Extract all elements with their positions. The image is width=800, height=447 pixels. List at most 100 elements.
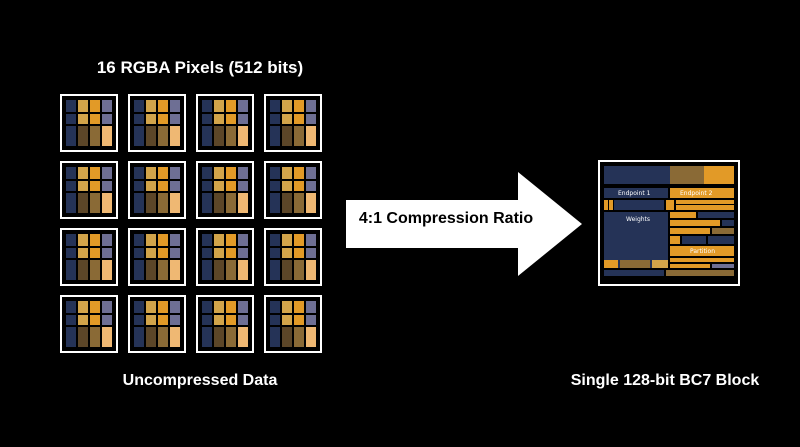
channel-cell	[102, 327, 112, 347]
channel-cell	[282, 301, 292, 313]
channel-cell	[270, 114, 280, 124]
channel-cell	[158, 100, 168, 112]
channel-cell	[238, 327, 248, 347]
channel-cell	[238, 234, 248, 246]
channel-cell	[158, 193, 168, 213]
channel-cell	[306, 181, 316, 191]
rgba-pixel	[128, 295, 186, 353]
channel-cell	[306, 114, 316, 124]
bit-field	[712, 228, 734, 234]
channel-cell	[214, 248, 224, 258]
bc7-caption: Single 128-bit BC7 Block	[570, 372, 760, 389]
channel-cell	[78, 181, 88, 191]
rgba-pixel	[264, 94, 322, 152]
channel-cell	[226, 248, 236, 258]
channel-cell	[146, 100, 156, 112]
channel-cell	[238, 315, 248, 325]
channel-cell	[158, 301, 168, 313]
channel-cell	[238, 126, 248, 146]
channel-cell	[270, 260, 280, 280]
channel-cell	[170, 167, 180, 179]
pixel-channels	[134, 167, 180, 213]
channel-cell	[170, 248, 180, 258]
channel-cell	[78, 327, 88, 347]
channel-cell	[78, 301, 88, 313]
channel-cell	[270, 100, 280, 112]
channel-cell	[270, 167, 280, 179]
channel-cell	[226, 167, 236, 179]
bit-field	[676, 200, 734, 204]
rgba-pixel	[128, 228, 186, 286]
channel-cell	[202, 126, 212, 146]
channel-cell	[282, 193, 292, 213]
channel-cell	[170, 234, 180, 246]
channel-cell	[102, 126, 112, 146]
channel-cell	[134, 315, 144, 325]
channel-cell	[102, 234, 112, 246]
channel-cell	[158, 234, 168, 246]
channel-cell	[146, 315, 156, 325]
channel-cell	[134, 234, 144, 246]
channel-cell	[158, 327, 168, 347]
channel-cell	[78, 126, 88, 146]
channel-cell	[90, 193, 100, 213]
pixel-channels	[134, 234, 180, 280]
partition-label: Partition	[690, 248, 716, 255]
channel-cell	[90, 260, 100, 280]
channel-cell	[66, 248, 76, 258]
pixel-channels	[270, 234, 316, 280]
channel-cell	[306, 234, 316, 246]
channel-cell	[66, 181, 76, 191]
channel-cell	[170, 100, 180, 112]
channel-cell	[170, 260, 180, 280]
channel-cell	[226, 301, 236, 313]
bit-field	[609, 200, 613, 210]
channel-cell	[66, 126, 76, 146]
channel-cell	[146, 301, 156, 313]
rgba-pixel	[60, 295, 118, 353]
channel-cell	[158, 126, 168, 146]
bit-field	[670, 264, 710, 268]
rgba-pixel	[60, 94, 118, 152]
channel-cell	[226, 126, 236, 146]
channel-cell	[214, 315, 224, 325]
diagram-title: 16 RGBA Pixels (512 bits)	[96, 58, 304, 77]
pixel-channels	[134, 100, 180, 146]
rgba-pixel	[60, 228, 118, 286]
channel-cell	[226, 114, 236, 124]
channel-cell	[78, 260, 88, 280]
channel-cell	[66, 315, 76, 325]
bit-field	[666, 270, 734, 276]
channel-cell	[78, 315, 88, 325]
channel-cell	[158, 315, 168, 325]
header-bar	[704, 166, 734, 184]
rgba-pixel	[264, 228, 322, 286]
channel-cell	[238, 167, 248, 179]
channel-cell	[202, 301, 212, 313]
channel-cell	[102, 167, 112, 179]
channel-cell	[214, 100, 224, 112]
channel-cell	[146, 327, 156, 347]
channel-cell	[238, 301, 248, 313]
channel-cell	[202, 114, 212, 124]
pixel-channels	[270, 100, 316, 146]
channel-cell	[102, 301, 112, 313]
channel-cell	[66, 167, 76, 179]
channel-cell	[134, 181, 144, 191]
channel-cell	[66, 193, 76, 213]
channel-cell	[270, 315, 280, 325]
bit-field	[712, 264, 734, 268]
channel-cell	[66, 260, 76, 280]
channel-cell	[134, 260, 144, 280]
channel-cell	[306, 167, 316, 179]
channel-cell	[102, 193, 112, 213]
channel-cell	[306, 100, 316, 112]
channel-cell	[238, 114, 248, 124]
channel-cell	[238, 181, 248, 191]
channel-cell	[214, 301, 224, 313]
channel-cell	[270, 193, 280, 213]
channel-cell	[134, 167, 144, 179]
channel-cell	[214, 126, 224, 146]
channel-cell	[294, 193, 304, 213]
channel-cell	[170, 181, 180, 191]
